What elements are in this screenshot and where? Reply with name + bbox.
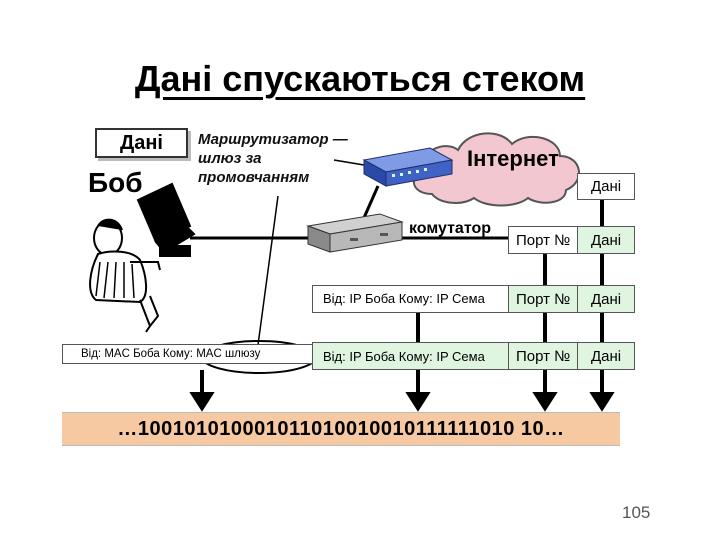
transport-data-box: Дані: [577, 226, 635, 254]
switch-label: комутатор: [409, 220, 491, 237]
link-mac-box: Від: MAC Боба Кому: MAC шлюзу: [62, 344, 313, 364]
link-port-box: Порт №: [508, 342, 578, 370]
bob-data-bubble: Дані: [95, 128, 188, 158]
switch-icon: [306, 213, 404, 253]
internet-label: Інтернет: [467, 146, 559, 171]
transport-port-box: Порт №: [508, 226, 578, 254]
page-title: Дані спускаються стеком: [134, 58, 586, 99]
network-port-box: Порт №: [508, 285, 578, 313]
bob-label: Боб: [88, 167, 143, 198]
gateway-pointer-line: [257, 195, 279, 346]
router-note: Маршрутизатор — шлюз за промовчанням: [198, 131, 348, 186]
arrow-head-data: [589, 392, 615, 412]
network-data-box: Дані: [577, 285, 635, 313]
arrow-head-mac: [189, 392, 215, 412]
link-data-box: Дані: [577, 342, 635, 370]
app-data-box: Дані: [577, 173, 635, 200]
router-icon: [362, 147, 454, 187]
arrow-head-port: [532, 392, 558, 412]
link-ip-box: Від: IP Боба Кому: IP Сема: [312, 342, 509, 370]
bob-person-icon: [89, 182, 196, 333]
slide-number: 105: [622, 503, 651, 522]
network-ip-box: Від: IP Боба Кому: IP Сема: [312, 285, 509, 313]
arrow-head-ip: [405, 392, 431, 412]
switch-router-link: [361, 185, 380, 221]
binary-stream: …100101010001011010010010111111010 10…: [62, 413, 620, 445]
